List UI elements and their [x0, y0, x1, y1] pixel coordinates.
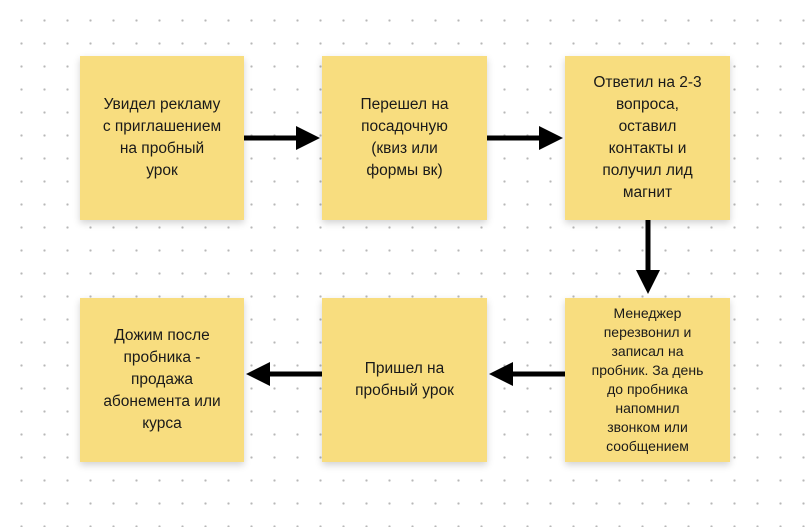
sticky-note-answered-questions[interactable]: Ответил на 2-3 вопроса, оставил контакты… [565, 56, 730, 220]
note-text: Увидел рекламу с приглашением на пробный… [102, 96, 222, 179]
note-text: Менеджер перезвонил и записал на пробник… [591, 305, 704, 454]
sticky-note-manager-call[interactable]: Менеджер перезвонил и записал на пробник… [565, 298, 730, 462]
note-text: Дожим после пробника - продажа абонемент… [103, 327, 221, 432]
note-text: Пришел на пробный урок [355, 360, 454, 399]
arrow-connector[interactable] [489, 362, 565, 386]
arrow-connector[interactable] [636, 220, 660, 294]
arrow-connector[interactable] [244, 126, 320, 150]
sticky-note-trial-lesson[interactable]: Пришел на пробный урок [322, 298, 487, 462]
arrow-connector[interactable] [487, 126, 563, 150]
sticky-note-closing-sale[interactable]: Дожим после пробника - продажа абонемент… [80, 298, 244, 462]
note-text: Перешел на посадочную (квиз или формы вк… [360, 96, 449, 179]
note-text: Ответил на 2-3 вопроса, оставил контакты… [593, 74, 702, 201]
sticky-note-landing-page[interactable]: Перешел на посадочную (квиз или формы вк… [322, 56, 487, 220]
arrow-connector[interactable] [246, 362, 322, 386]
sticky-note-saw-ad[interactable]: Увидел рекламу с приглашением на пробный… [80, 56, 244, 220]
